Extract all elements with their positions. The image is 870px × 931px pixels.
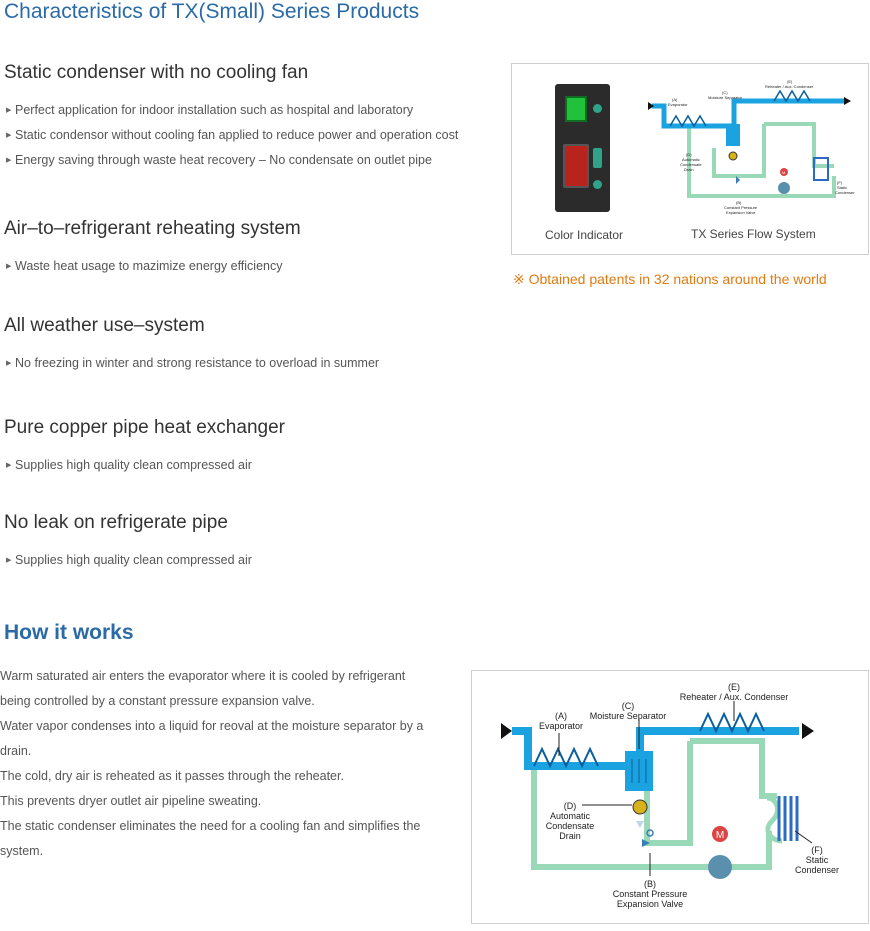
motor-label: M [716, 830, 724, 841]
label-static: Static [806, 855, 829, 865]
label-automatic: Automatic [682, 157, 700, 162]
label-condensate: Condensate [546, 821, 595, 831]
red-switch-icon [563, 144, 589, 188]
section-title: No leak on refrigerate pipe [4, 512, 228, 533]
patent-note: ※ Obtained patents in 32 nations around … [513, 271, 827, 287]
motor-label: M [782, 170, 785, 175]
description-line: Water vapor condenses into a liquid for … [0, 719, 424, 733]
description-line: system. [0, 844, 44, 858]
caption-color-indicator: Color Indicator [545, 228, 624, 242]
indicator-light-icon [593, 104, 602, 113]
label-condenser: Condenser [795, 865, 839, 875]
triangle-bullet-icon: ▶ [6, 263, 12, 270]
triangle-bullet-icon: ▶ [6, 557, 12, 564]
triangle-bullet-icon: ▶ [6, 107, 12, 114]
list-item: ▶No freezing in winter and strong resist… [4, 351, 379, 376]
air-outlet-arrow-icon [802, 723, 814, 739]
bullet-list: ▶No freezing in winter and strong resist… [4, 351, 379, 376]
small-flow-diagram: (A) Evaporator (C) Moisture Separator (E… [648, 79, 855, 215]
feature-section-no-leak: No leak on refrigerate pipe ▶Supplies hi… [4, 512, 252, 573]
description-line: drain. [0, 744, 32, 758]
air-inlet-arrow-icon [501, 723, 512, 739]
label-e: (E) [787, 79, 793, 84]
label-f: (F) [837, 180, 843, 185]
description-line: This prevents dryer outlet air pipeline … [0, 794, 262, 808]
label-condenser: Condenser [835, 190, 855, 195]
label-a: (A) [672, 97, 678, 102]
label-c: (C) [622, 701, 635, 711]
label-moisture-separator: Moisture Separator [708, 95, 743, 100]
label-b: (B) [736, 200, 742, 205]
label-f: (F) [811, 845, 823, 855]
condensate-drain-icon [632, 799, 648, 815]
label-e: (E) [728, 682, 740, 692]
indicator-light-icon [593, 180, 602, 189]
label-evaporator: Evaporator [539, 721, 583, 731]
list-item: ▶Waste heat usage to mazimize energy eff… [4, 254, 301, 279]
label-constant-pressure: Constant Pressure [724, 205, 758, 210]
flow-diagram: (A) Evaporator (C) Moisture Separator (E… [471, 670, 869, 924]
section-title: Air–to–refrigerant reheating system [4, 218, 301, 239]
page-title: Characteristics of TX(Small) Series Prod… [4, 0, 420, 23]
feature-section-all-weather: All weather use–system ▶No freezing in w… [4, 315, 379, 376]
bullet-list: ▶Perfect application for indoor installa… [4, 98, 458, 173]
flow-diagram-svg: (A) Evaporator (C) Moisture Separator (E… [501, 682, 839, 909]
section-title: Pure copper pipe heat exchanger [4, 417, 285, 438]
bullet-list: ▶Waste heat usage to mazimize energy eff… [4, 254, 301, 279]
label-condensate: Condensate [680, 162, 702, 167]
label-automatic: Automatic [550, 811, 591, 821]
how-it-works-description: Warm saturated air enters the evaporator… [0, 664, 450, 864]
section-title: Static condenser with no cooling fan [4, 62, 309, 83]
label-a: (A) [555, 711, 567, 721]
expansion-valve-icon [642, 839, 650, 847]
label-evaporator: Evaporator [668, 102, 688, 107]
label-expansion-valve: Expansion Valve [617, 899, 683, 909]
label-static: Static [837, 185, 847, 190]
label-drain: Drain [559, 831, 581, 841]
description-line: Warm saturated air enters the evaporator… [0, 669, 406, 683]
motor-icon [712, 826, 728, 842]
feature-section-reheating: Air–to–refrigerant reheating system ▶Was… [4, 218, 301, 279]
how-it-works-title: How it works [4, 621, 134, 644]
label-moisture-separator: Moisture Separator [590, 711, 667, 721]
label-expansion-valve: Expansion Valve [726, 210, 756, 215]
section-title: All weather use–system [4, 315, 205, 336]
description-line: The cold, dry air is reheated as it pass… [0, 769, 344, 783]
list-item: ▶Supplies high quality clean compressed … [4, 453, 285, 478]
green-switch-icon [565, 96, 587, 122]
reheater-coil-icon [699, 711, 765, 734]
list-item: ▶Supplies high quality clean compressed … [4, 548, 252, 573]
bullet-list: ▶Supplies high quality clean compressed … [4, 548, 252, 573]
triangle-bullet-icon: ▶ [6, 132, 12, 139]
caption-flow-system: TX Series Flow System [691, 227, 816, 241]
triangle-bullet-icon: ▶ [6, 360, 12, 367]
label-drain: Drain [684, 167, 694, 172]
bullet-list: ▶Supplies high quality clean compressed … [4, 453, 285, 478]
indicator-light-icon [593, 148, 602, 168]
label-b: (B) [644, 879, 656, 889]
list-item: ▶Energy saving through waste heat recove… [4, 148, 458, 173]
label-c: (C) [722, 90, 728, 95]
static-condenser-icon [777, 796, 799, 841]
feature-section-static-condenser: Static condenser with no cooling fan ▶Pe… [4, 62, 458, 173]
triangle-bullet-icon: ▶ [6, 157, 12, 164]
list-item: ▶Static condensor without cooling fan ap… [4, 123, 458, 148]
triangle-bullet-icon: ▶ [6, 462, 12, 469]
evaporator-coil-icon [533, 746, 599, 769]
feature-section-copper-pipe: Pure copper pipe heat exchanger ▶Supplie… [4, 417, 285, 478]
label-d: (D) [564, 801, 577, 811]
compressor-icon [708, 855, 732, 879]
description-line: being controlled by a constant pressure … [0, 694, 315, 708]
label-d: (D) [686, 152, 692, 157]
label-reheater: Reheater / Aux. Condenser [680, 692, 789, 702]
label-constant-pressure: Constant Pressure [613, 889, 688, 899]
description-line: The static condenser eliminates the need… [0, 819, 421, 833]
product-figure: (A) Evaporator (C) Moisture Separator (E… [511, 63, 869, 255]
list-item: ▶Perfect application for indoor installa… [4, 98, 458, 123]
color-indicator-panel-image [555, 84, 610, 212]
label-reheater: Reheater / Aux. Condenser [765, 84, 814, 89]
